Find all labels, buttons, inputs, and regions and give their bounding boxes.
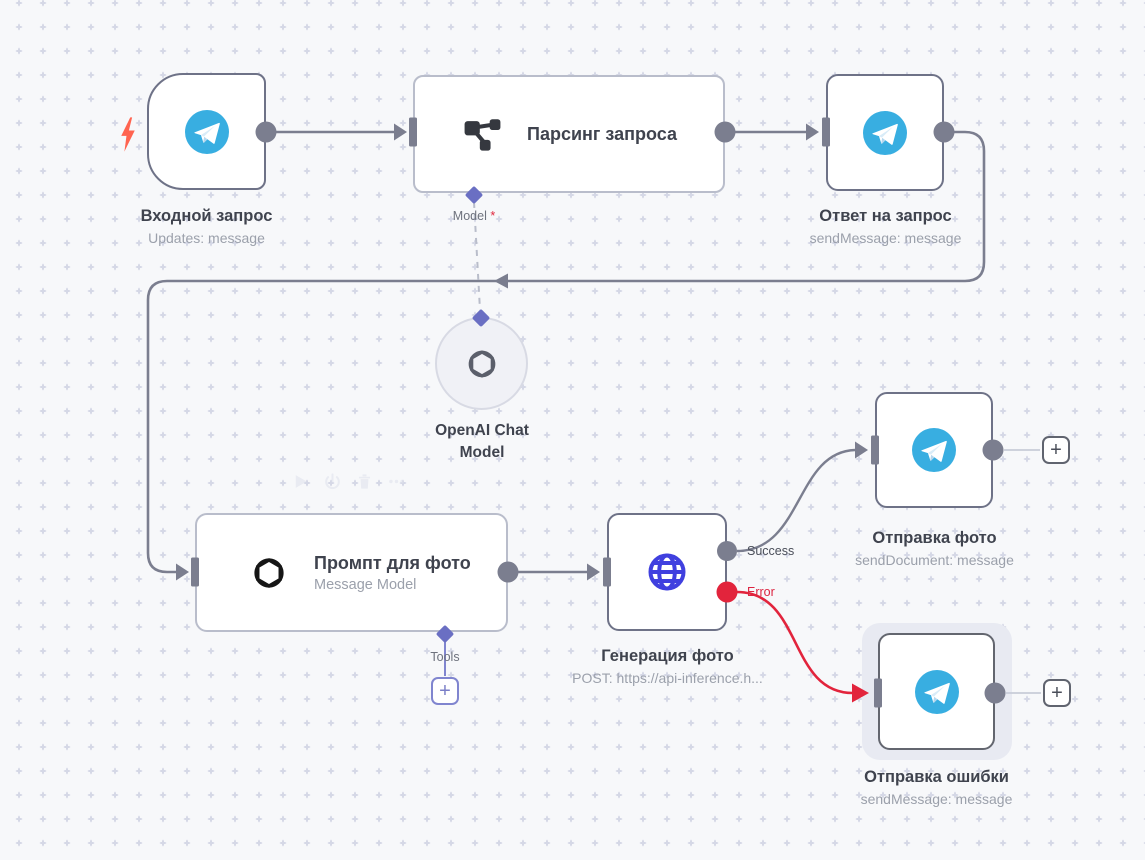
arrow-into-send-photo xyxy=(855,441,868,459)
arrow-into-http xyxy=(587,563,600,581)
trash-icon xyxy=(355,472,374,491)
tools-output-label: Tools xyxy=(430,650,460,664)
http-label: Генерация фото POST: https://api-inferen… xyxy=(572,647,763,687)
error-output-label: Error xyxy=(747,585,775,599)
success-output-label: Success xyxy=(747,544,795,558)
arrow-into-prompt xyxy=(176,563,189,581)
node-parser[interactable]: Парсинг запроса xyxy=(413,75,725,193)
openai-icon xyxy=(246,550,292,596)
node-trigger[interactable] xyxy=(147,73,266,190)
arrow-into-reply xyxy=(806,123,819,141)
send-photo-label: Отправка фото sendDocument: message xyxy=(855,529,1014,569)
node-openai-chat-model[interactable] xyxy=(435,317,528,410)
telegram-icon xyxy=(915,670,959,714)
trigger-label: Входной запрос Updates: message xyxy=(140,207,273,247)
node-send-error[interactable] xyxy=(878,633,995,750)
wire-reply-prompt[interactable] xyxy=(146,130,986,574)
graph-icon xyxy=(461,113,504,156)
add-node-after-send-photo-button[interactable]: + xyxy=(1042,436,1070,464)
node-reply[interactable] xyxy=(826,74,944,191)
reply-label: Ответ на запрос sendMessage: message xyxy=(809,207,962,247)
telegram-icon xyxy=(185,110,229,154)
required-asterisk: * xyxy=(490,209,496,223)
node-parser-title: Парсинг запроса xyxy=(527,123,677,144)
trigger-bolt-icon xyxy=(119,116,137,153)
openai-model-label: OpenAI Chat Model xyxy=(435,422,529,462)
play-icon xyxy=(291,472,310,491)
node-prompt[interactable]: Промпт для фото Message Model xyxy=(195,513,508,632)
telegram-icon xyxy=(863,111,907,155)
add-node-after-send-error-button[interactable]: + xyxy=(1043,679,1071,707)
ellipsis-icon xyxy=(387,472,406,491)
send-error-label: Отправка ошибки sendMessage: message xyxy=(860,768,1013,808)
node-send-photo[interactable] xyxy=(875,392,993,508)
telegram-icon xyxy=(912,428,956,472)
add-tool-button[interactable]: + xyxy=(431,677,459,705)
arrow-loop-left xyxy=(494,273,508,289)
node-prompt-subtitle: Message Model xyxy=(314,576,417,593)
node-http[interactable] xyxy=(607,513,727,631)
model-input-label: Model * xyxy=(452,209,496,223)
node-prompt-title: Промпт для фото xyxy=(314,553,471,574)
node-hover-toolbar xyxy=(291,472,406,491)
power-icon xyxy=(323,472,342,491)
arrow-into-parser xyxy=(394,123,407,141)
globe-icon xyxy=(643,548,691,596)
openai-icon xyxy=(461,343,503,385)
